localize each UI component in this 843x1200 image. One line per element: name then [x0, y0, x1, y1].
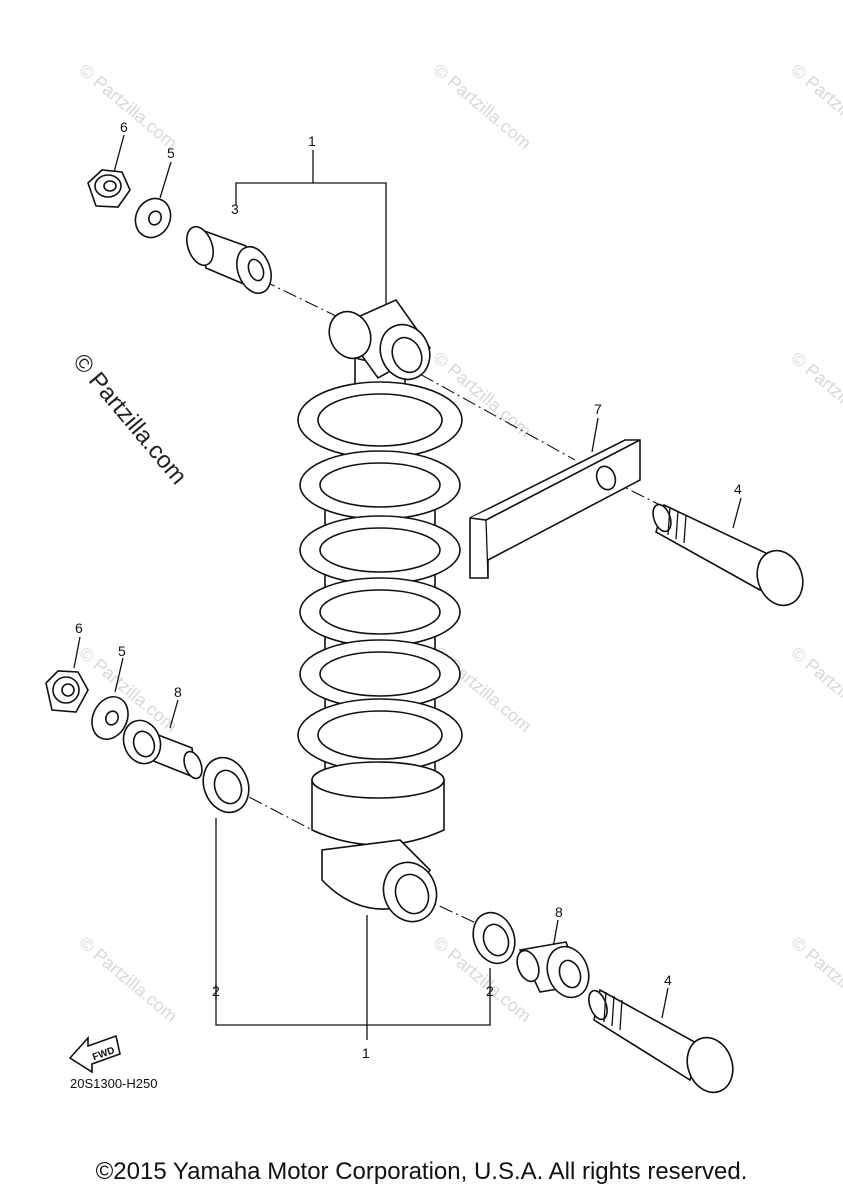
- nut-bottom: [45, 670, 89, 713]
- washer-bottom: [91, 696, 129, 740]
- callout-5-bottom: 5: [118, 643, 126, 659]
- callout-6-top: 6: [120, 119, 128, 135]
- callout-8-bottom: 8: [555, 904, 563, 920]
- watermark: © Partzilla.com: [75, 60, 181, 153]
- callout-1-top: 1: [308, 133, 316, 149]
- callout-4-bottom: 4: [664, 972, 672, 988]
- bolt-bottom: [588, 988, 734, 1094]
- bolt-top: [652, 503, 804, 607]
- bracket-1-bottom: [215, 818, 491, 1040]
- watermark: © Partzilla.com: [787, 60, 843, 153]
- shock-lower-body: [311, 761, 445, 846]
- callouts: 1 3 6 5 7 4 6 5 8 2 2 8 4 1: [75, 119, 742, 1061]
- callout-6-bottom: 6: [75, 620, 83, 636]
- bushing-left: [122, 719, 203, 780]
- callout-4-top: 4: [734, 481, 742, 497]
- watermark: © Partzilla.com: [787, 348, 843, 441]
- bushing-right: [516, 941, 590, 999]
- bracket-part-7: [469, 439, 641, 579]
- diagram-code: 20S1300-H250: [70, 1076, 157, 1091]
- callout-8-top: 8: [174, 684, 182, 700]
- bracket-1-top: [235, 150, 387, 305]
- watermark: © Partzilla.com: [75, 933, 181, 1026]
- callout-1-bottom: 1: [362, 1045, 370, 1061]
- shock-bottom-eye: [321, 839, 438, 923]
- callout-2-left: 2: [212, 983, 220, 999]
- watermark: © Partzilla.com: [429, 60, 535, 153]
- nut-top: [87, 169, 131, 208]
- watermark-main: © Partzilla.com: [67, 349, 192, 490]
- copyright-footer: ©2015 Yamaha Motor Corporation, U.S.A. A…: [95, 1158, 748, 1185]
- washer-top: [134, 197, 172, 239]
- watermark: © Partzilla.com: [787, 643, 843, 736]
- callout-3: 3: [231, 201, 239, 217]
- callout-2-right: 2: [486, 983, 494, 999]
- seal-left: [202, 756, 250, 814]
- callout-5-top: 5: [167, 145, 175, 161]
- seal-right: [472, 911, 516, 965]
- collar-part-3: [186, 225, 272, 295]
- fwd-arrow-icon: FWD: [68, 1034, 121, 1074]
- callout-7: 7: [594, 401, 602, 417]
- watermark: © Partzilla.com: [787, 933, 843, 1026]
- coil-spring: [297, 381, 463, 772]
